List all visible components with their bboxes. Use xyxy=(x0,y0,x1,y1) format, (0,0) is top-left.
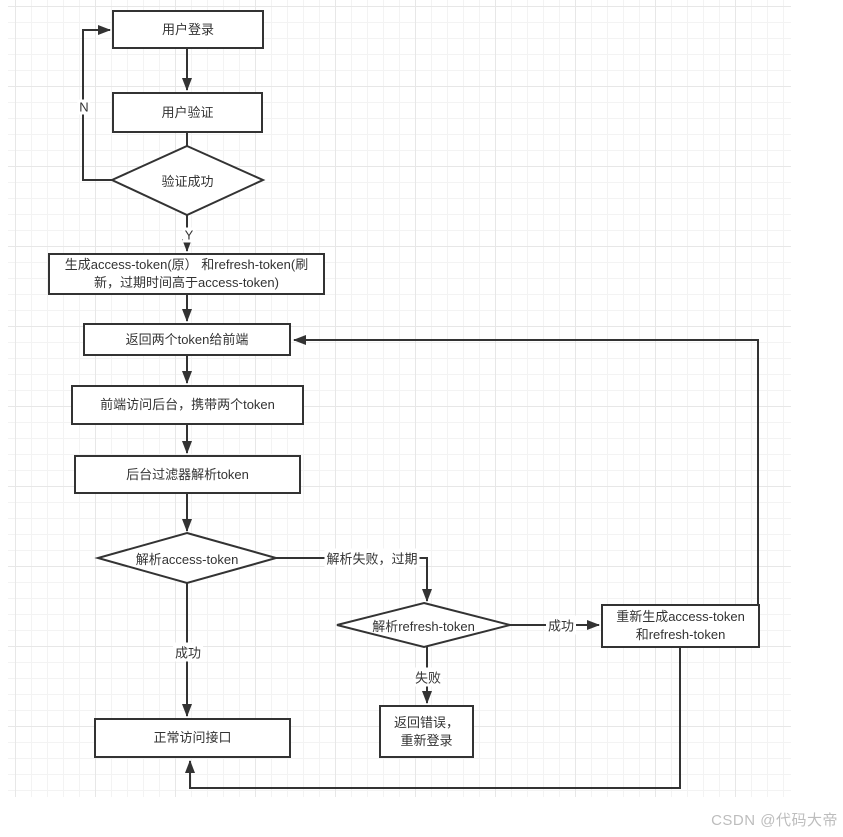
decision-verify-success-shape xyxy=(109,144,266,217)
decision-parse-access-shape xyxy=(94,531,280,585)
node-frontend-request: 前端访问后台，携带两个token xyxy=(71,385,304,425)
edge-label-access-fail: 解析失败，过期 xyxy=(324,548,420,568)
decision-parse-refresh-shape xyxy=(336,601,511,649)
edge-label-no: N xyxy=(77,99,91,115)
edge-label-refresh-fail: 失败 xyxy=(412,667,444,687)
node-generate-tokens: 生成access-token(原） 和refresh-token(刷新，过期时间… xyxy=(48,253,325,295)
edge-label-access-success: 成功 xyxy=(172,642,204,662)
watermark: CSDN @代码大帝 xyxy=(711,812,838,829)
node-login: 用户登录 xyxy=(112,10,264,49)
edge-label-refresh-success: 成功 xyxy=(545,615,577,635)
edge-regenerate-to-return-loop xyxy=(293,335,759,604)
node-return-error: 返回错误， 重新登录 xyxy=(379,705,474,758)
node-return-tokens: 返回两个token给前端 xyxy=(83,323,291,356)
edge-regenerate-to-normal-loop xyxy=(185,647,681,789)
node-backend-filter: 后台过滤器解析token xyxy=(74,455,301,494)
node-normal-access: 正常访问接口 xyxy=(94,718,291,758)
edge-label-yes: Y xyxy=(182,227,196,243)
node-verify: 用户验证 xyxy=(112,92,263,133)
node-regenerate-tokens: 重新生成access-token 和refresh-token xyxy=(601,604,760,648)
